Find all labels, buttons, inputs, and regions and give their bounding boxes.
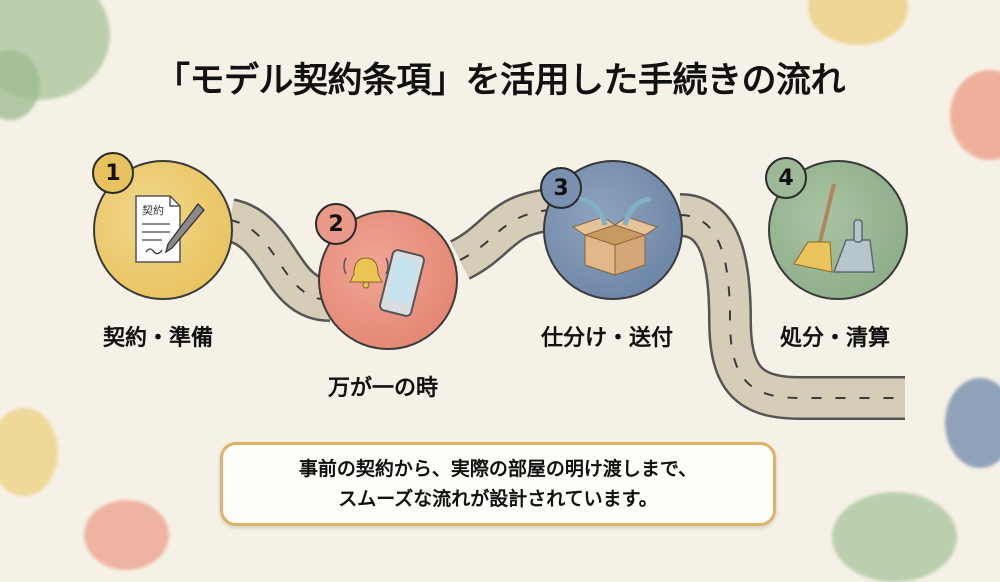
box-arrows-icon <box>571 196 659 276</box>
contract-pen-icon: 契約 <box>135 195 205 263</box>
summary-note: 事前の契約から、実際の部屋の明け渡しまで、 スムーズな流れが設計されています。 <box>220 442 776 526</box>
step-4-badge: 4 <box>765 157 807 199</box>
step-1-badge: 1 <box>92 152 134 194</box>
step-1-label: 契約・準備 <box>103 326 214 351</box>
step-3-badge: 3 <box>540 167 582 209</box>
bell-phone-icon <box>343 249 425 317</box>
step-4-circle <box>768 160 908 300</box>
broom-dustpan-icon <box>793 183 875 273</box>
summary-line-2: スムーズな流れが設計されています。 <box>338 488 658 510</box>
decor-blob-yellow-left <box>0 408 58 496</box>
svg-text:契約: 契約 <box>142 203 164 217</box>
page-title: 「モデル契約条項」を活用した手続きの流れ <box>154 61 846 101</box>
summary-line-1: 事前の契約から、実際の部屋の明け渡しまで、 <box>298 458 698 480</box>
step-2-badge: 2 <box>315 203 357 245</box>
decor-blob-blue-right <box>945 378 1000 468</box>
step-4-label: 処分・清算 <box>780 326 891 351</box>
road-path <box>223 188 905 420</box>
step-3-label: 仕分け・送付 <box>541 326 674 351</box>
step-2-label: 万が一の時 <box>328 376 439 401</box>
